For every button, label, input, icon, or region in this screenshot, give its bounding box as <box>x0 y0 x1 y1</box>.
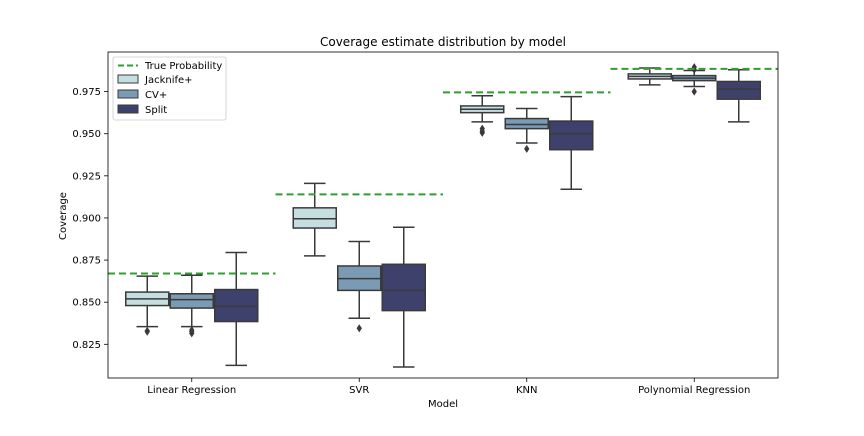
legend-swatch <box>117 104 139 114</box>
legend-label-true-probability: True Probability <box>144 61 222 72</box>
box-iqr <box>381 263 426 312</box>
x-axis-label: Model <box>428 399 458 410</box>
y-tick-label: 0.825 <box>72 340 101 351</box>
outlier-point <box>144 327 150 336</box>
outlier-point <box>356 324 362 333</box>
chart-title: Coverage estimate distribution by model <box>320 35 566 49</box>
legend-label: Split <box>145 105 167 116</box>
outlier-point <box>189 327 195 336</box>
legend-swatch <box>117 89 139 99</box>
y-axis-label: Coverage <box>58 192 69 240</box>
plot-marks <box>108 63 778 368</box>
x-tick-label: SVR <box>349 385 369 396</box>
box-iqr <box>549 120 594 151</box>
y-tick-label: 0.925 <box>72 171 101 182</box>
y-tick-label: 0.875 <box>72 256 101 267</box>
box-iqr <box>214 288 259 323</box>
axes: 0.825 0.850 0.875 0.900 0.925 0.950 0.975Linea… <box>72 87 750 396</box>
box-iqr <box>292 207 337 229</box>
outlier-point <box>524 144 530 153</box>
legend-swatch <box>117 74 139 84</box>
y-tick-label: 0.950 <box>72 129 101 140</box>
box-iqr <box>504 117 549 130</box>
x-tick-label: KNN <box>516 385 538 396</box>
box-iqr <box>169 293 214 309</box>
y-tick-label: 0.850 <box>72 298 101 309</box>
plot-area-frame <box>107 51 779 379</box>
x-tick-label: Linear Regression <box>147 385 236 396</box>
legend-label: Jacknife+ <box>144 75 193 86</box>
outlier-point <box>691 87 697 96</box>
y-tick-label: 0.900 <box>72 213 101 224</box>
box-iqr <box>716 80 761 100</box>
legend-frame <box>112 56 227 121</box>
y-tick-label: 0.975 <box>72 87 101 98</box>
legend-label: CV+ <box>145 90 167 101</box>
x-tick-label: Polynomial Regression <box>638 385 750 396</box>
outlier-point <box>479 127 485 136</box>
